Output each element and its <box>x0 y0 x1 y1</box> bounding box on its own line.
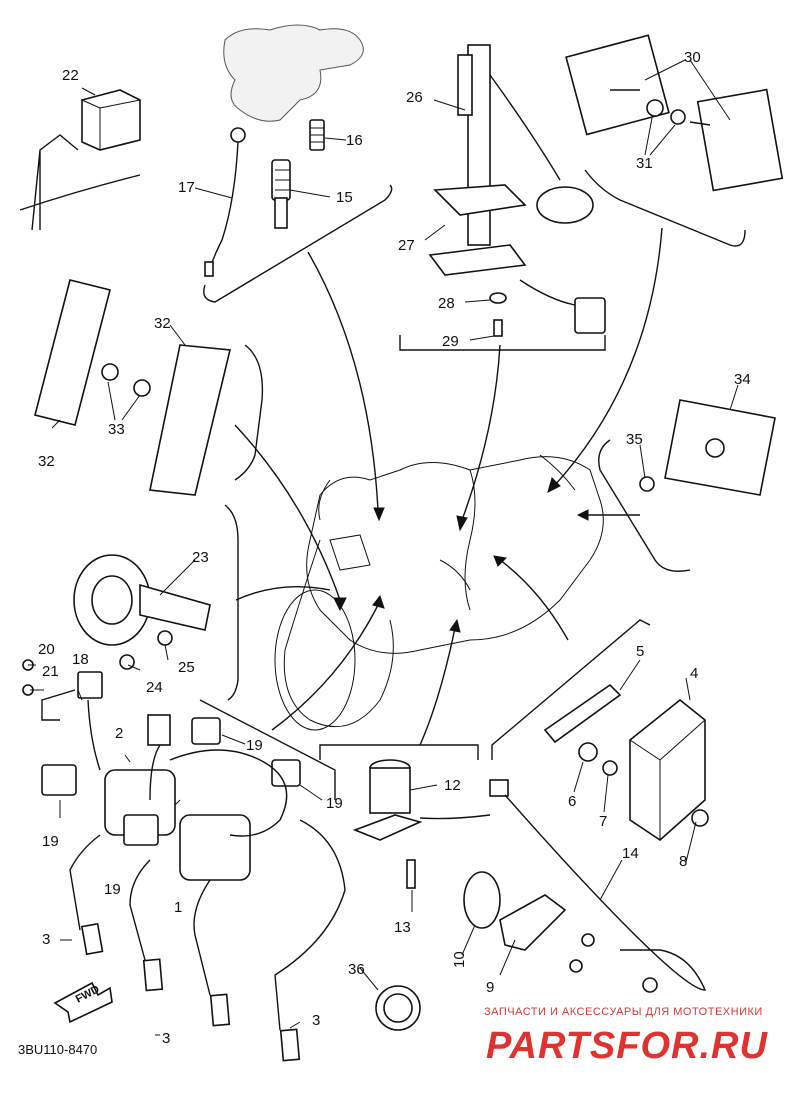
engine-head-ghost <box>223 24 364 122</box>
group-bracket-lines <box>199 169 746 800</box>
callout-36: 36 <box>348 961 365 978</box>
motorcycle-frame-outline <box>274 454 604 731</box>
callout-29: 29 <box>442 333 459 350</box>
callout-14: 14 <box>622 845 639 862</box>
callout-30: 30 <box>684 49 701 66</box>
callout-24: 24 <box>146 679 163 696</box>
callout-numbers: 1 2 3 3 3 4 5 6 7 8 9 10 12 13 14 15 16 … <box>38 49 751 1047</box>
callout-5: 5 <box>636 643 644 660</box>
side-reflector-left <box>34 279 231 496</box>
temperature-sensor <box>271 159 291 229</box>
callout-19-left: 19 <box>42 833 59 850</box>
callout-18: 18 <box>72 651 89 668</box>
starter-relay-small <box>22 659 103 721</box>
callout-26: 26 <box>406 89 423 106</box>
callout-19-top: 19 <box>246 737 263 754</box>
callout-3-left: 3 <box>42 931 50 948</box>
callout-12: 12 <box>444 777 461 794</box>
horn-assembly <box>73 554 211 670</box>
watermark: ЗАПЧАСТИ И АКСЕССУАРЫ ДЛЯ МОТОТЕХНИКИ PA… <box>484 1006 768 1067</box>
callout-33: 33 <box>108 421 125 438</box>
callout-17: 17 <box>178 179 195 196</box>
spark-plug-sender <box>309 119 325 151</box>
callout-2: 2 <box>115 725 123 742</box>
callout-23: 23 <box>192 549 209 566</box>
callout-3-right: 3 <box>312 1012 320 1029</box>
callout-34: 34 <box>734 371 751 388</box>
ignition-coils <box>41 699 301 881</box>
relay-unit <box>19 89 141 231</box>
callout-9: 9 <box>486 979 494 996</box>
cdi-unit <box>543 683 709 842</box>
callout-3-bottom: 3 <box>162 1030 170 1047</box>
callout-27: 27 <box>398 237 415 254</box>
callout-32-bottom: 32 <box>38 453 55 470</box>
drawing-code: 3BU110-8470 <box>18 1042 97 1057</box>
callout-35: 35 <box>626 431 643 448</box>
callout-16: 16 <box>346 132 363 149</box>
callout-31: 31 <box>636 155 653 172</box>
license-plate-reflector <box>639 399 776 496</box>
callout-15: 15 <box>336 189 353 206</box>
fuel-sender-unit <box>428 44 606 337</box>
speed-sensor-cable <box>463 779 707 993</box>
callout-leader-lines <box>28 59 739 1036</box>
callout-6: 6 <box>568 793 576 810</box>
sensor-lead-wire <box>204 127 246 277</box>
hose-clamp <box>375 985 421 1031</box>
callout-22: 22 <box>62 67 79 84</box>
callout-28: 28 <box>438 295 455 312</box>
plug-leads <box>69 819 346 1062</box>
callout-4: 4 <box>690 665 698 682</box>
callout-10: 10 <box>451 951 468 968</box>
callout-13: 13 <box>394 919 411 936</box>
callout-32-top: 32 <box>154 315 171 332</box>
assembly-leader-arcs <box>234 227 663 746</box>
callout-19-right: 19 <box>326 795 343 812</box>
callout-25: 25 <box>178 659 195 676</box>
callout-7: 7 <box>599 813 607 830</box>
watermark-tagline: ЗАПЧАСТИ И АКСЕССУАРЫ ДЛЯ МОТОТЕХНИКИ <box>484 1006 763 1018</box>
rear-reflector <box>565 34 784 192</box>
callout-1: 1 <box>174 899 182 916</box>
callout-20: 20 <box>38 641 55 658</box>
callout-19-mid: 19 <box>104 881 121 898</box>
oil-level-switch <box>352 759 491 889</box>
watermark-logo: PARTSFOR.RU <box>486 1025 768 1067</box>
callout-21: 21 <box>42 663 59 680</box>
callout-8: 8 <box>679 853 687 870</box>
forward-direction-arrow: FWD <box>53 981 113 1024</box>
